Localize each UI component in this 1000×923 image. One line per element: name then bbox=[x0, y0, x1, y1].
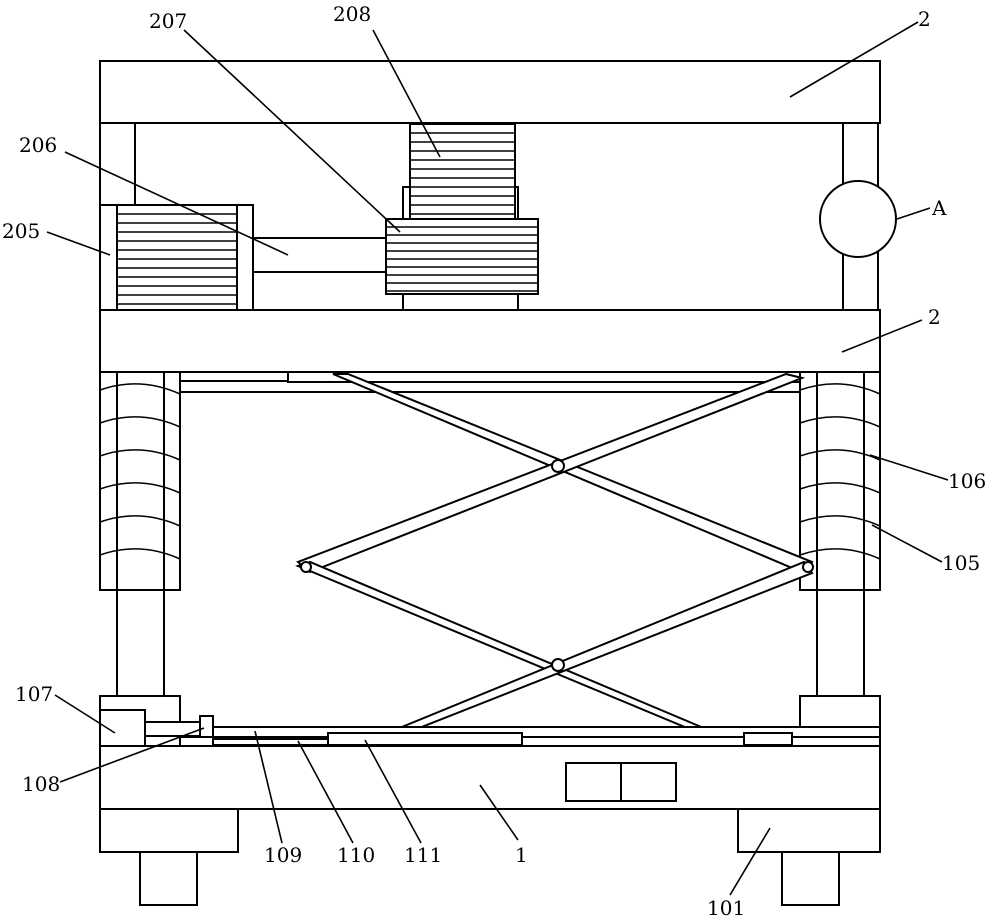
right-spring-core bbox=[816, 371, 865, 591]
right-foot bbox=[781, 851, 840, 906]
leader-detail-a bbox=[896, 207, 931, 220]
label-mid-beam: 2 bbox=[928, 305, 941, 329]
leader-101 bbox=[729, 827, 771, 896]
leader-111 bbox=[364, 739, 422, 844]
slide-block-111 bbox=[327, 732, 523, 746]
slide-plate-110 bbox=[212, 738, 329, 746]
leader-110 bbox=[297, 740, 354, 844]
spring-coil bbox=[99, 416, 181, 428]
motor-208-body bbox=[409, 123, 516, 220]
label-111: 111 bbox=[404, 843, 442, 867]
label-detail-a: A bbox=[931, 196, 947, 220]
leader-205 bbox=[46, 231, 111, 256]
label-105: 105 bbox=[942, 551, 980, 575]
right-foot-block-101 bbox=[737, 808, 881, 853]
spring-coil bbox=[799, 416, 881, 428]
right-pivot bbox=[802, 561, 814, 573]
upper-pivot bbox=[551, 459, 565, 473]
scissor-arm-upper-1 bbox=[332, 373, 814, 575]
left-spring-coils bbox=[99, 383, 181, 560]
leader-108 bbox=[59, 727, 205, 783]
spring-coil bbox=[99, 548, 181, 560]
spring-coil bbox=[99, 449, 181, 461]
label-107: 107 bbox=[15, 682, 53, 706]
scissor-arm-lower-2 bbox=[357, 560, 814, 746]
upper-slide-block bbox=[179, 371, 289, 382]
leader-109 bbox=[254, 730, 283, 844]
left-pivot bbox=[300, 561, 312, 573]
label-base: 1 bbox=[515, 843, 528, 867]
right-slide-stop bbox=[743, 732, 793, 746]
leader-105 bbox=[871, 524, 943, 563]
label-106: 106 bbox=[948, 469, 986, 493]
spring-coil bbox=[799, 383, 881, 395]
label-110: 110 bbox=[337, 843, 375, 867]
leader-107 bbox=[54, 694, 116, 734]
label-109: 109 bbox=[264, 843, 302, 867]
top-beam bbox=[99, 60, 881, 124]
left-foot bbox=[139, 851, 198, 906]
motor-205-cooling-fins bbox=[117, 213, 237, 305]
lower-pivot bbox=[551, 658, 565, 672]
leader-207 bbox=[183, 29, 401, 233]
spring-coil bbox=[799, 449, 881, 461]
control-panel-left bbox=[565, 762, 622, 802]
gearbox-foot bbox=[402, 292, 519, 311]
control-panel-right bbox=[620, 762, 677, 802]
leader-mid-beam bbox=[841, 319, 923, 353]
gearbox-207-body bbox=[385, 218, 539, 295]
label-206: 206 bbox=[19, 133, 57, 157]
middle-beam bbox=[99, 309, 881, 373]
right-spring-coils bbox=[799, 383, 881, 560]
spring-coil bbox=[99, 515, 181, 527]
label-207: 207 bbox=[149, 9, 187, 33]
scissor-arm-upper-2 bbox=[296, 372, 806, 574]
leader-208 bbox=[372, 29, 441, 158]
left-spring-core bbox=[116, 371, 165, 591]
shaft-206 bbox=[252, 237, 387, 273]
motor-205-body bbox=[116, 204, 238, 311]
actuator-rod bbox=[144, 721, 206, 737]
spring-coil bbox=[799, 482, 881, 494]
gearbox-207-fins bbox=[386, 226, 538, 292]
label-208: 208 bbox=[333, 2, 371, 26]
label-205: 205 bbox=[2, 219, 40, 243]
detail-circle-a bbox=[819, 180, 897, 258]
leader-top-beam bbox=[789, 21, 919, 98]
right-block-mount bbox=[799, 695, 881, 729]
scissor-arm-lower-1 bbox=[295, 560, 745, 746]
spring-coil bbox=[99, 383, 181, 395]
leader-206 bbox=[64, 151, 289, 256]
label-101: 101 bbox=[707, 896, 745, 920]
label-top-beam: 2 bbox=[918, 7, 931, 31]
spring-coil bbox=[799, 515, 881, 527]
motor-208-cooling-fins bbox=[410, 132, 515, 215]
label-108: 108 bbox=[22, 772, 60, 796]
leader-106 bbox=[869, 454, 949, 481]
left-foot-block bbox=[99, 808, 239, 853]
spring-coil bbox=[799, 548, 881, 560]
spring-coil bbox=[99, 482, 181, 494]
leader-base bbox=[479, 784, 519, 841]
